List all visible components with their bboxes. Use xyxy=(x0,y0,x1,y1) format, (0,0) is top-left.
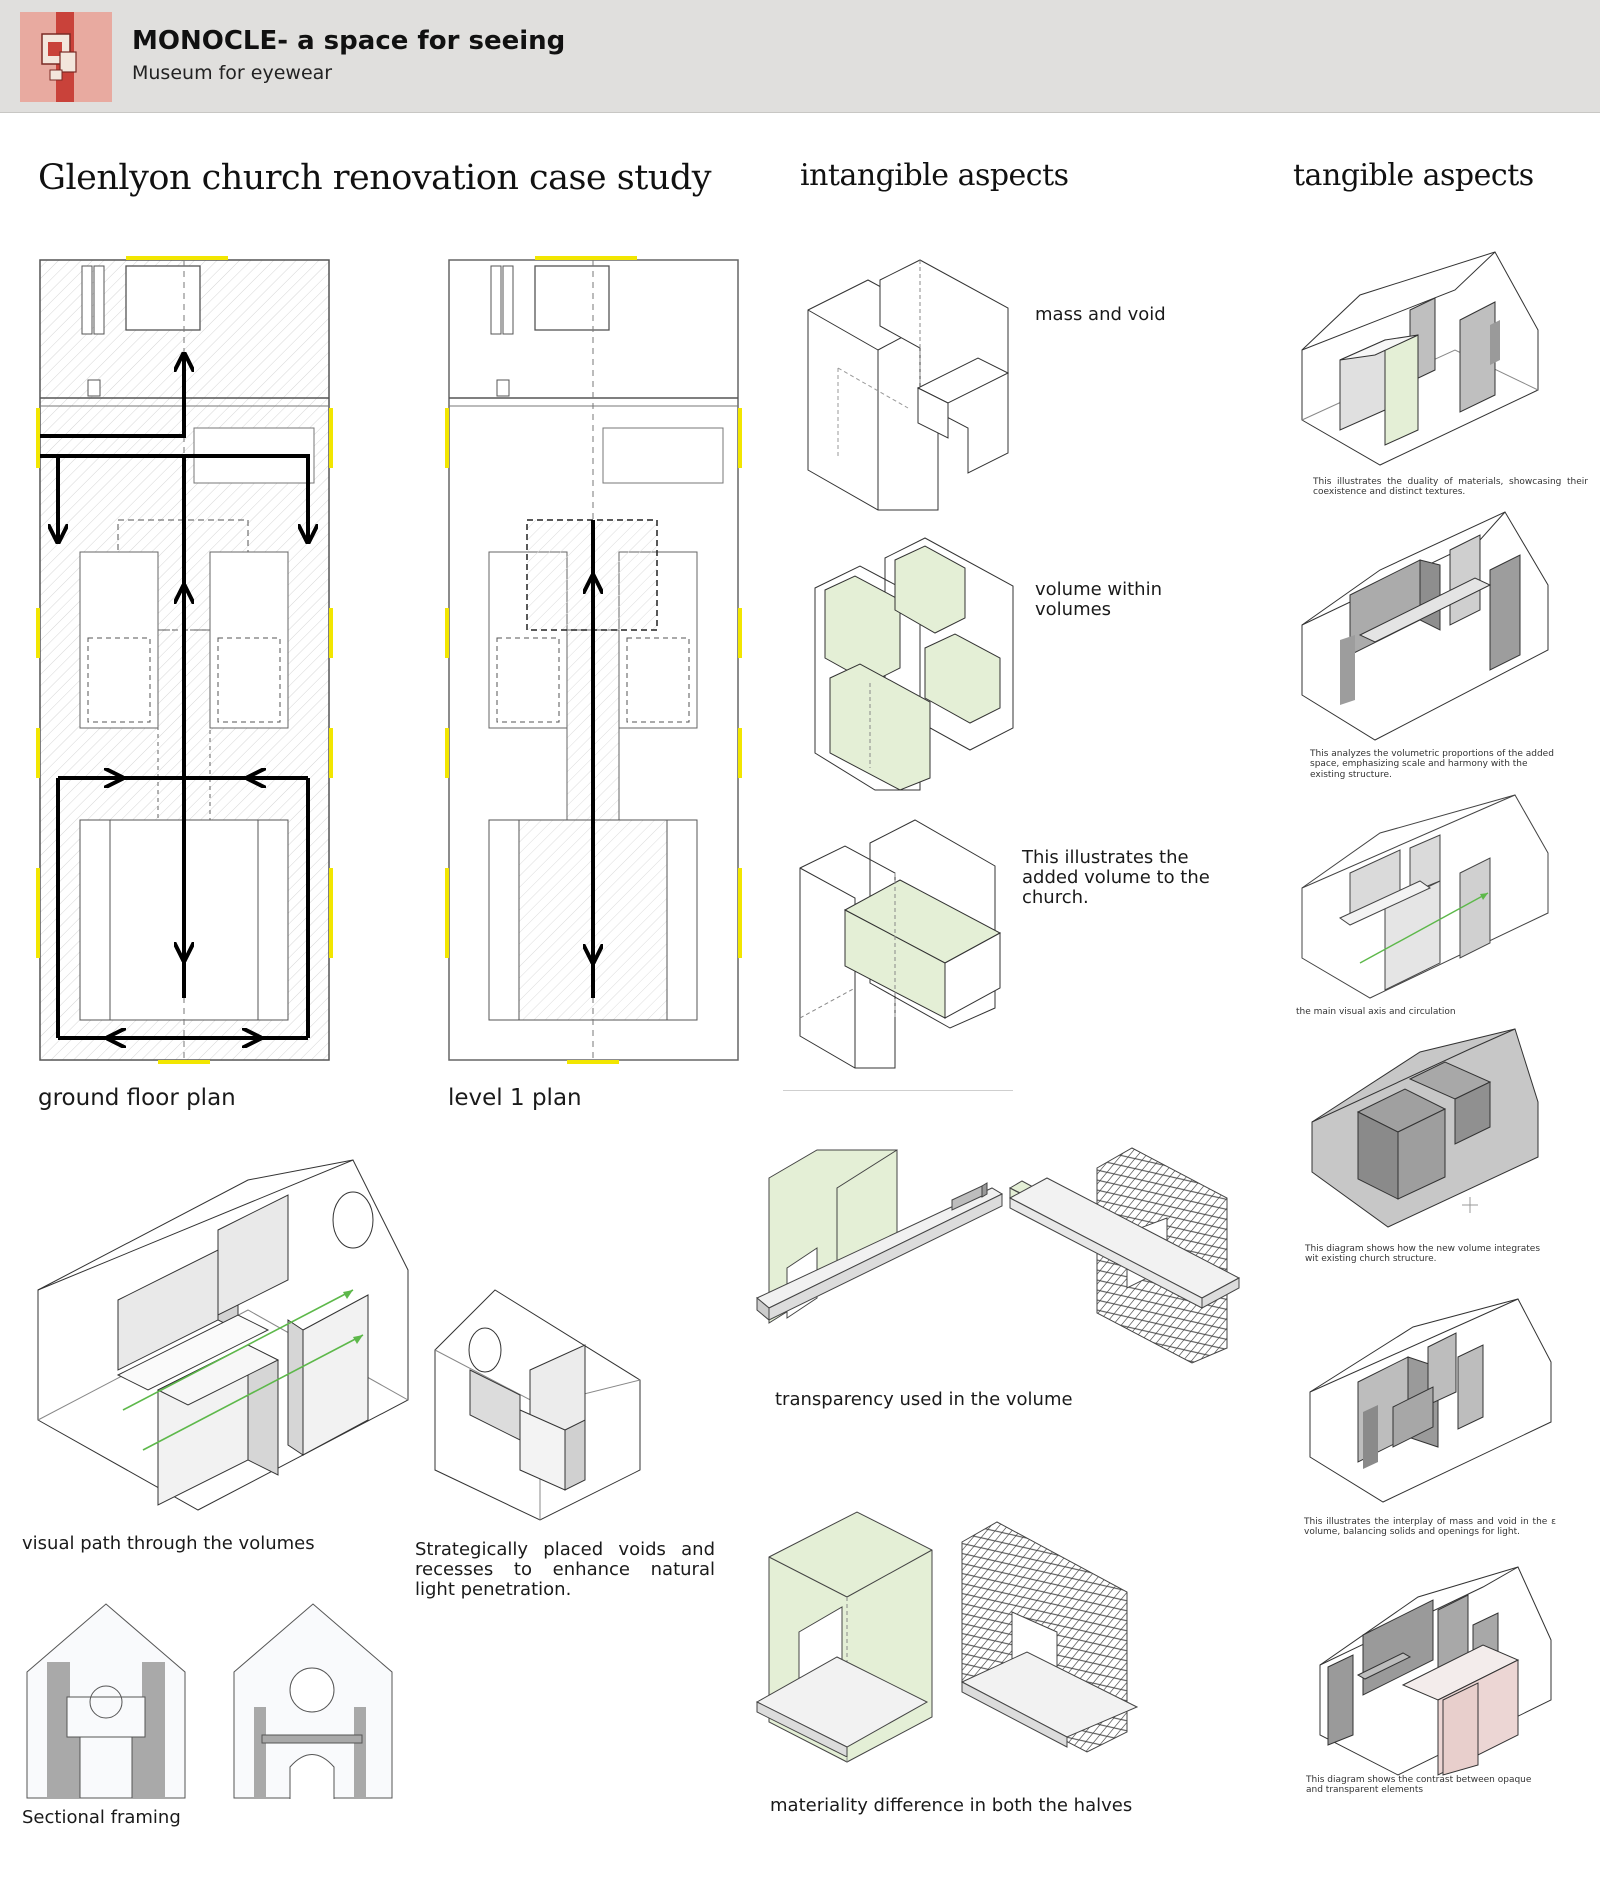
case-study-title: Glenlyon church renovation case study xyxy=(38,158,712,198)
tangible-note-4: This diagram shows how the new volume in… xyxy=(1305,1244,1541,1265)
intangible-title: intangible aspects xyxy=(800,158,1069,193)
tangible-iso-5 xyxy=(1309,1298,1552,1503)
tangible-note-2: This analyzes the volumetric proportions… xyxy=(1310,749,1554,780)
tangible-title: tangible aspects xyxy=(1293,158,1534,193)
transparency-caption: transparency used in the volume xyxy=(775,1389,1073,1410)
sectional-caption: Sectional framing xyxy=(22,1807,181,1828)
section-frame-1 xyxy=(26,1603,186,1799)
tangible-note-5: This illustrates the interplay of mass a… xyxy=(1304,1517,1556,1538)
tangible-note-3: the main visual axis and circulation xyxy=(1296,1007,1456,1017)
header-bar: MONOCLE- a space for seeing Museum for e… xyxy=(0,0,1600,113)
header-subtitle: Museum for eyewear xyxy=(132,62,333,84)
added-volume-label: This illustrates the added volume to the… xyxy=(1022,847,1210,909)
materiality-iso xyxy=(755,1511,1139,1763)
volume-within-iso xyxy=(814,537,1014,791)
tangible-note-6: This diagram shows the contrast between … xyxy=(1306,1775,1532,1796)
tangible-note-1: This illustrates the duality of material… xyxy=(1313,477,1588,498)
mass-void-label: mass and void xyxy=(1035,304,1166,325)
ground-floor-label: ground floor plan xyxy=(38,1085,236,1111)
visual-path-caption: visual path through the volumes xyxy=(22,1533,315,1554)
tangible-iso-4 xyxy=(1311,1028,1539,1228)
voids-caption: Strategically placed voids and recesses … xyxy=(415,1539,715,1601)
voids-iso xyxy=(434,1289,641,1521)
logo xyxy=(20,12,112,102)
level-1-plan xyxy=(445,256,742,1064)
mass-void-iso xyxy=(807,259,1010,511)
materiality-caption: materiality difference in both the halve… xyxy=(770,1795,1133,1816)
tangible-iso-2 xyxy=(1301,511,1549,741)
added-volume-iso xyxy=(799,819,1002,1069)
volume-within-label: volume within volumes xyxy=(1035,579,1163,621)
ground-floor-plan xyxy=(36,256,333,1064)
tangible-iso-3 xyxy=(1301,794,1549,999)
divider xyxy=(783,1090,1013,1091)
header-title: MONOCLE- a space for seeing xyxy=(132,26,566,56)
tangible-iso-6 xyxy=(1319,1566,1552,1776)
visual-path-iso xyxy=(37,1159,409,1511)
level-1-label: level 1 plan xyxy=(448,1085,582,1111)
section-frame-2 xyxy=(233,1603,393,1799)
transparency-iso xyxy=(756,1147,1241,1364)
tangible-iso-1 xyxy=(1301,251,1539,466)
